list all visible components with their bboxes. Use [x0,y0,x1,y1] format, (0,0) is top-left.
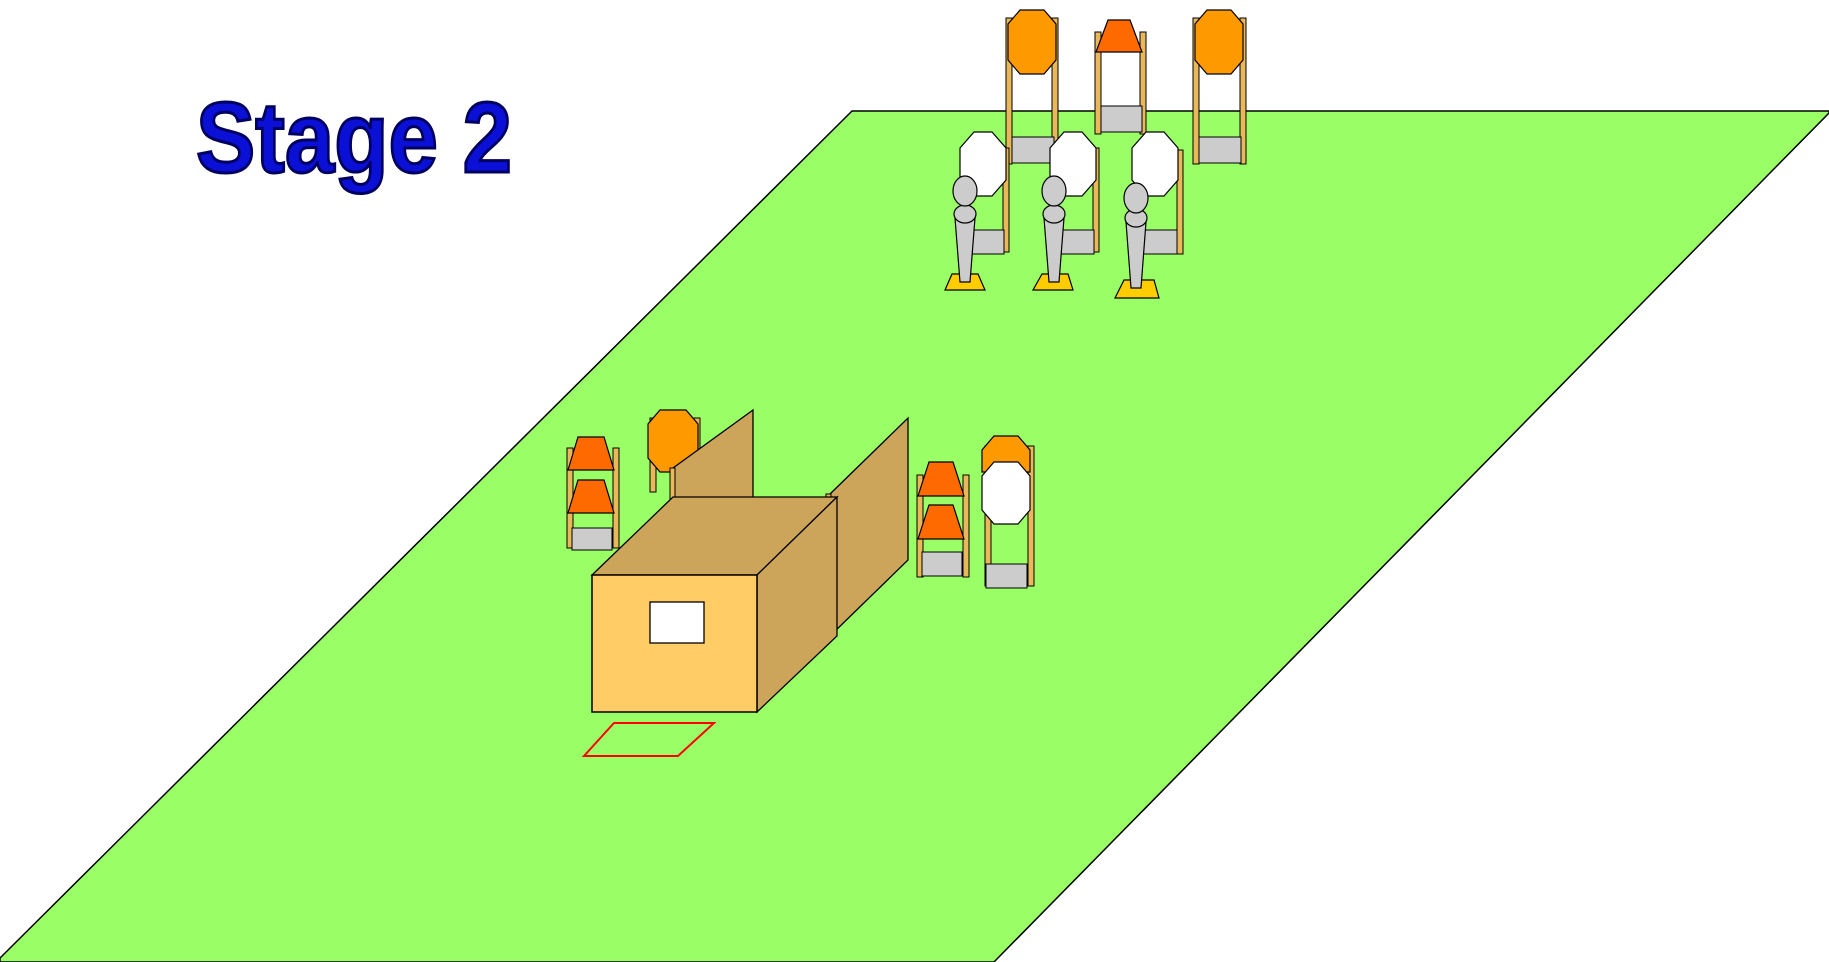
right-steel-paper-stand [982,436,1034,588]
far-steel-plate-1 [1006,10,1058,164]
far-steel-plate-2 [1193,10,1246,164]
barricade-port [650,602,704,643]
far-popper-1 [1095,20,1146,134]
stage-title: Stage 2 [196,82,512,194]
range-field [0,111,1829,962]
